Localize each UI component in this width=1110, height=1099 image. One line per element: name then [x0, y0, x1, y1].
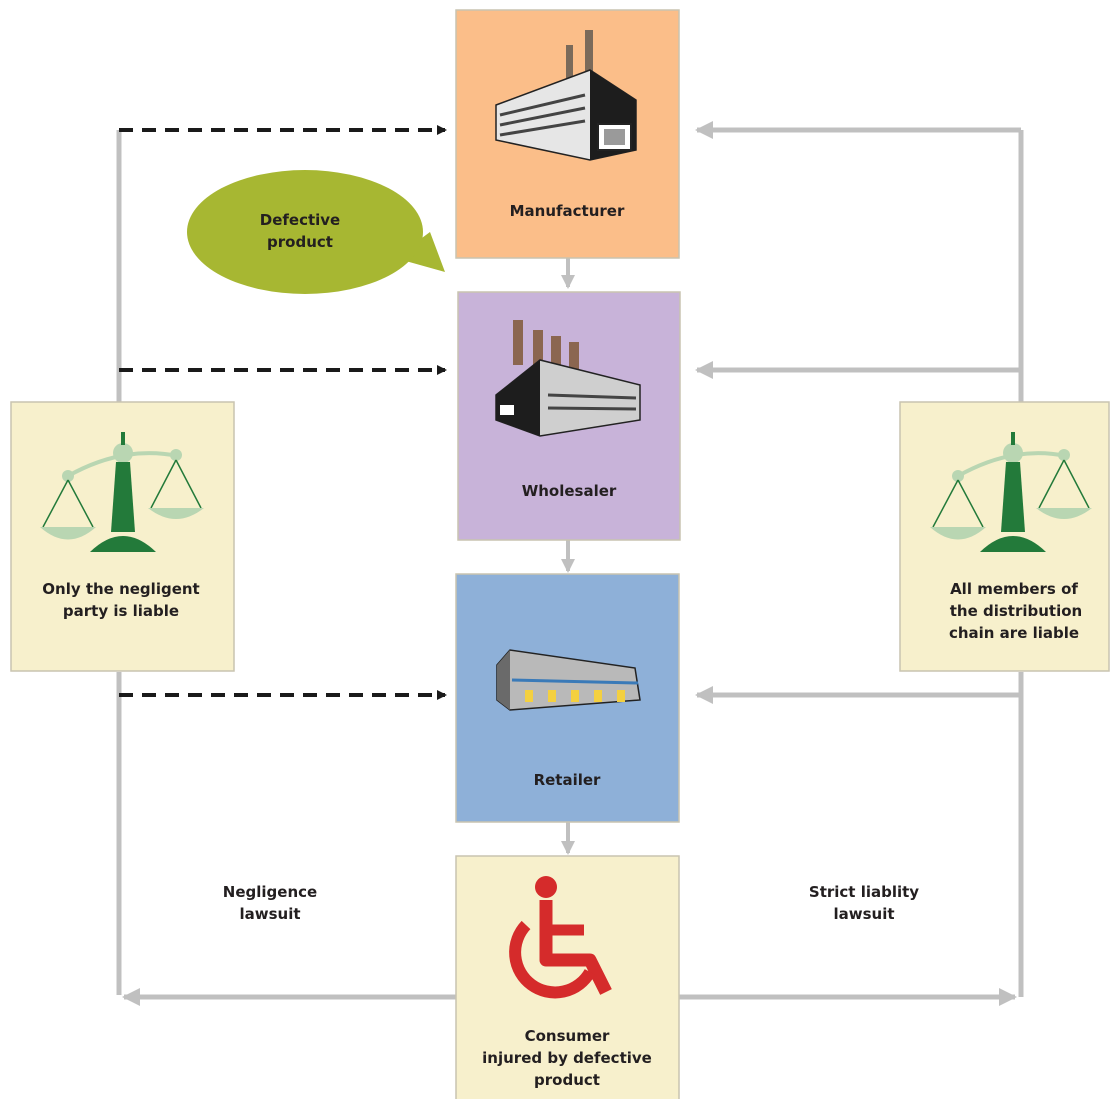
- negligence-lines: [116, 125, 457, 1006]
- consumer-label-line-1: Consumer: [525, 1027, 610, 1045]
- defective-product-callout: Defective product: [187, 170, 445, 294]
- consumer-label-line-2: injured by defective: [482, 1049, 652, 1067]
- consumer-node: Consumer injured by defective product: [455, 855, 680, 1099]
- right-rule-box: [899, 401, 1110, 672]
- strict-liability-lines: [678, 121, 1024, 1006]
- scales-of-justice-icon: [40, 432, 204, 552]
- factory-icon: [495, 30, 637, 161]
- retailer-label: Retailer: [534, 771, 601, 789]
- negligence-lawsuit-caption: Negligence lawsuit: [223, 883, 317, 923]
- consumer-box: [455, 855, 680, 1099]
- negligence-caption-line-2: lawsuit: [239, 905, 300, 923]
- store-icon: [496, 649, 641, 711]
- wholesaler-label: Wholesaler: [522, 482, 617, 500]
- scales-of-justice-icon: [930, 432, 1092, 552]
- callout-bubble: [187, 170, 423, 294]
- strict-liability-lawsuit-caption: Strict liablity lawsuit: [809, 883, 919, 923]
- callout-line-2: product: [267, 233, 333, 251]
- strict-caption-line-2: lawsuit: [833, 905, 894, 923]
- consumer-label-line-3: product: [534, 1071, 600, 1089]
- right-rule-line-3: chain are liable: [949, 624, 1079, 642]
- callout-line-1: Defective: [260, 211, 340, 229]
- right-rule-line-1: All members of: [950, 580, 1078, 598]
- negligence-caption-line-1: Negligence: [223, 883, 317, 901]
- strict-caption-line-1: Strict liablity: [809, 883, 919, 901]
- wholesaler-node: Wholesaler: [457, 291, 681, 541]
- strict-liability-rule-box: All members of the distribution chain ar…: [899, 401, 1110, 672]
- left-rule-line-2: party is liable: [63, 602, 179, 620]
- right-rule-line-2: the distribution: [950, 602, 1082, 620]
- manufacturer-label: Manufacturer: [510, 202, 625, 220]
- wheelchair-icon: [509, 876, 612, 999]
- left-rule-line-1: Only the negligent: [42, 580, 199, 598]
- manufacturer-node: Manufacturer: [455, 9, 680, 259]
- factory-icon: [495, 320, 641, 437]
- retailer-node: Retailer: [455, 573, 680, 823]
- negligence-rule-box: Only the negligent party is liable: [10, 401, 235, 672]
